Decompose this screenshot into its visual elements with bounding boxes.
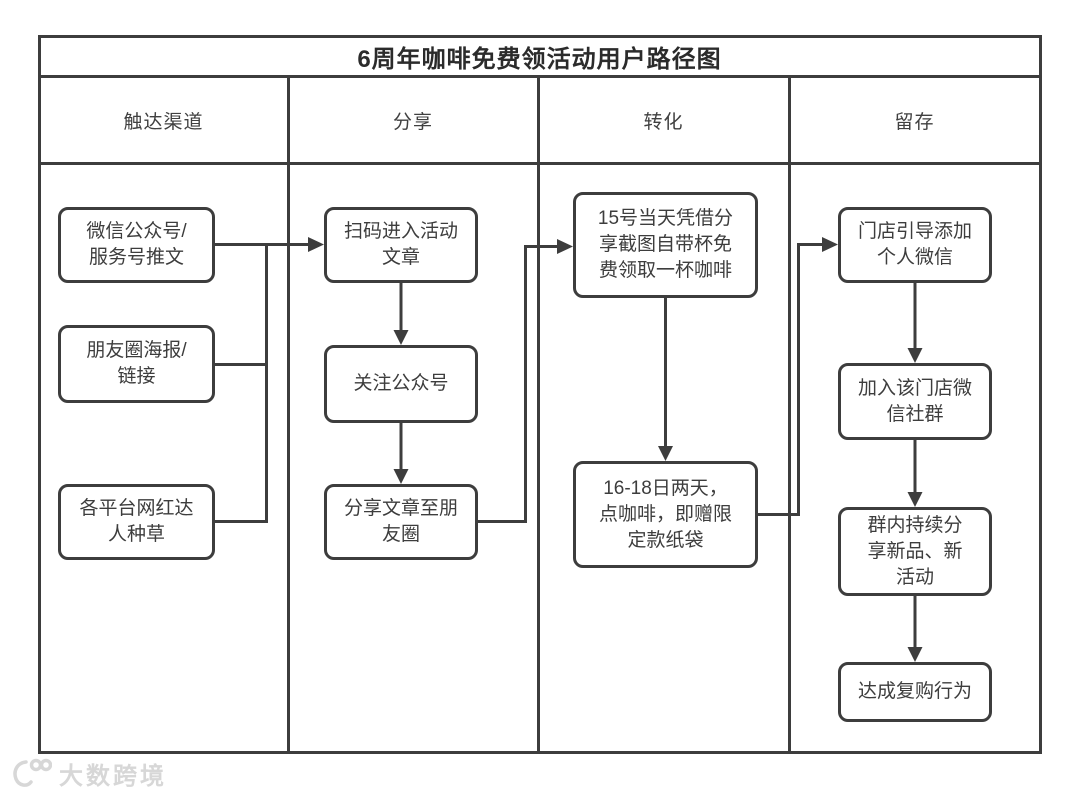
arrowhead-into-repurchase [907, 647, 923, 662]
flow-box-join-store-group: 加入该门店微 信社群 [838, 363, 992, 440]
watermark-logo-icon [13, 758, 52, 787]
arrowhead-into-follow [393, 330, 409, 345]
flow-box-scan-enter-article: 扫码进入活动 文章 [324, 207, 478, 283]
connector-sharepost-to-redeem [478, 245, 558, 523]
flow-box-moments-poster-link: 朋友圈海报/ 链接 [58, 325, 215, 403]
column-header-share: 分享 [392, 111, 433, 133]
arrowhead-into-store [822, 237, 838, 252]
flow-box-free-coffee-redeem: 15号当天凭借分 享截图自带杯免 费领取一杯咖啡 [573, 192, 758, 298]
flow-box-store-add-wechat: 门店引导添加 个人微信 [838, 207, 992, 283]
watermark: 大数跨境 [10, 754, 167, 792]
flow-box-limited-paper-bag: 16-18日两天， 点咖啡，即赠限 定款纸袋 [573, 461, 758, 568]
arrowhead-into-content [907, 492, 923, 507]
connector-channels-to-share [215, 243, 309, 523]
flow-box-share-to-moments: 分享文章至朋 友圈 [324, 484, 478, 560]
page-title: 6周年咖啡免费领活动用户路径图 [357, 45, 722, 73]
column-header-retention: 留存 [894, 111, 935, 133]
connector-gift-to-store [757, 243, 823, 516]
arrowhead-into-redeem [557, 239, 573, 254]
arrowhead-into-sharepost [393, 469, 409, 484]
flow-box-wechat-official-account: 微信公众号/ 服务号推文 [58, 207, 215, 283]
arrowhead-into-gift [658, 446, 673, 461]
flow-box-group-content-sharing: 群内持续分 享新品、新 活动 [838, 507, 992, 596]
arrowhead-into-scan [308, 237, 324, 252]
arrowhead-into-group [907, 348, 923, 363]
watermark-brand-text: 大数跨境 [59, 762, 167, 790]
flow-box-repurchase: 达成复购行为 [838, 662, 992, 722]
column-header-conversion: 转化 [643, 111, 684, 133]
column-header-touch-channels: 触达渠道 [123, 111, 204, 133]
flow-box-follow-account: 关注公众号 [324, 345, 478, 423]
flow-box-influencer-seeding: 各平台网红达 人种草 [58, 484, 215, 560]
